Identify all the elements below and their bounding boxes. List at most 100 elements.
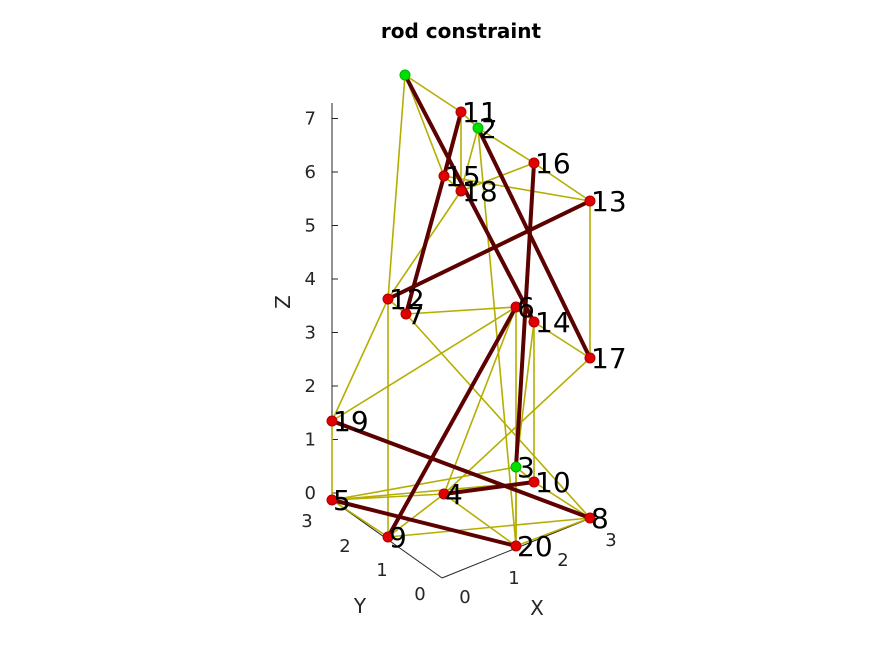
string-member	[515, 517, 591, 547]
z-tick-label: 2	[305, 376, 316, 397]
free-node	[528, 157, 540, 169]
rod-member	[386, 199, 592, 301]
free-node	[584, 195, 596, 207]
node-label: 4	[445, 478, 463, 511]
fixed-node	[510, 461, 522, 473]
free-node	[510, 540, 522, 552]
string-member	[331, 306, 517, 422]
string-member	[387, 493, 445, 538]
free-node	[326, 494, 338, 506]
rod-member	[442, 480, 536, 496]
x-tick-label: 3	[605, 530, 616, 551]
string-member	[477, 127, 535, 164]
node-label: 13	[591, 185, 627, 218]
rod-member	[404, 174, 446, 316]
free-node	[584, 352, 596, 364]
node-label: 12	[389, 283, 425, 316]
string-member	[331, 466, 517, 501]
fixed-node	[472, 122, 484, 134]
rod-member	[514, 161, 536, 469]
rod-member	[403, 73, 536, 324]
z-tick-label: 0	[305, 483, 316, 504]
string-member	[331, 499, 389, 538]
z-axis: 0 1 2 3 4 5 6 7 Z	[271, 103, 338, 504]
free-node	[326, 415, 338, 427]
node-label: 8	[591, 502, 609, 535]
y-tick-label: 3	[301, 511, 312, 532]
node-label: 9	[389, 521, 407, 554]
node-label: 2	[479, 112, 497, 145]
z-tick-label: 7	[305, 109, 316, 130]
node-labels: 2 3 4 5 6 7 8 9 10 11 12 13 14 15 16 17 18 19 20	[333, 96, 627, 563]
string-member	[533, 321, 591, 359]
node-label: 5	[333, 484, 351, 517]
string-member	[443, 175, 591, 202]
y-tick-label: 2	[339, 536, 350, 557]
string-member	[460, 127, 479, 192]
string-member	[404, 74, 462, 113]
chart-title: rod constraint	[381, 19, 542, 43]
z-tick-label: 6	[305, 162, 316, 183]
node-label: 20	[517, 530, 553, 563]
z-tick-label: 5	[305, 216, 316, 237]
y-axis-label: Y	[353, 594, 367, 618]
node-label: 10	[535, 466, 571, 499]
free-node	[400, 308, 412, 320]
rod-member	[442, 110, 463, 178]
x-axis: 0 1 2 3 X	[441, 517, 617, 620]
string-member	[533, 481, 591, 519]
string-member	[443, 306, 517, 495]
y-axis: 0 1 2 3 Y	[301, 499, 443, 618]
rod-member	[330, 498, 518, 548]
free-node	[382, 293, 394, 305]
y-tick-label: 0	[414, 584, 425, 605]
z-tick-label: 4	[305, 269, 316, 290]
x-tick-label: 1	[508, 568, 519, 589]
string-member	[460, 162, 535, 192]
free-node	[438, 170, 450, 182]
node-label: 19	[333, 405, 369, 438]
string-member	[387, 74, 406, 300]
node-label: 3	[517, 451, 535, 484]
string-member	[331, 298, 389, 422]
x-tick-label: 2	[557, 550, 568, 571]
free-node	[438, 488, 450, 500]
node-label: 7	[407, 298, 425, 331]
x-axis-label: X	[530, 596, 544, 620]
string-member	[404, 74, 445, 177]
x-tick-label: 0	[459, 587, 470, 608]
node-label: 18	[462, 175, 498, 208]
free-node	[528, 316, 540, 328]
rod-member	[330, 419, 592, 520]
node-label: 11	[462, 96, 498, 129]
free-node	[455, 106, 467, 118]
free-node	[455, 185, 467, 197]
z-tick-label: 1	[305, 430, 316, 451]
z-tick-label: 3	[305, 323, 316, 344]
node-label: 16	[535, 147, 571, 180]
rod-members	[330, 73, 592, 548]
z-axis-label: Z	[271, 295, 295, 309]
y-tick-label: 1	[376, 560, 387, 581]
z-ticks: 0 1 2 3 4 5 6 7	[305, 109, 338, 504]
string-member	[533, 162, 591, 202]
rod-member	[476, 126, 592, 360]
free-node	[584, 512, 596, 524]
fixed-node	[399, 69, 411, 81]
free-node	[382, 531, 394, 543]
node-label: 17	[591, 342, 627, 375]
rod-member	[386, 305, 518, 539]
y-ticks: 0 1 2 3	[301, 511, 425, 605]
nodes	[326, 69, 596, 552]
free-node	[528, 476, 540, 488]
node-label: 6	[517, 291, 535, 324]
string-member	[405, 306, 517, 315]
x-ticks: 0 1 2 3	[459, 530, 616, 608]
string-member	[443, 493, 517, 547]
string-member	[477, 127, 517, 547]
string-member	[405, 313, 591, 519]
node-label: 14	[535, 306, 571, 339]
node-label: 15	[445, 160, 481, 193]
string-member	[387, 517, 591, 538]
